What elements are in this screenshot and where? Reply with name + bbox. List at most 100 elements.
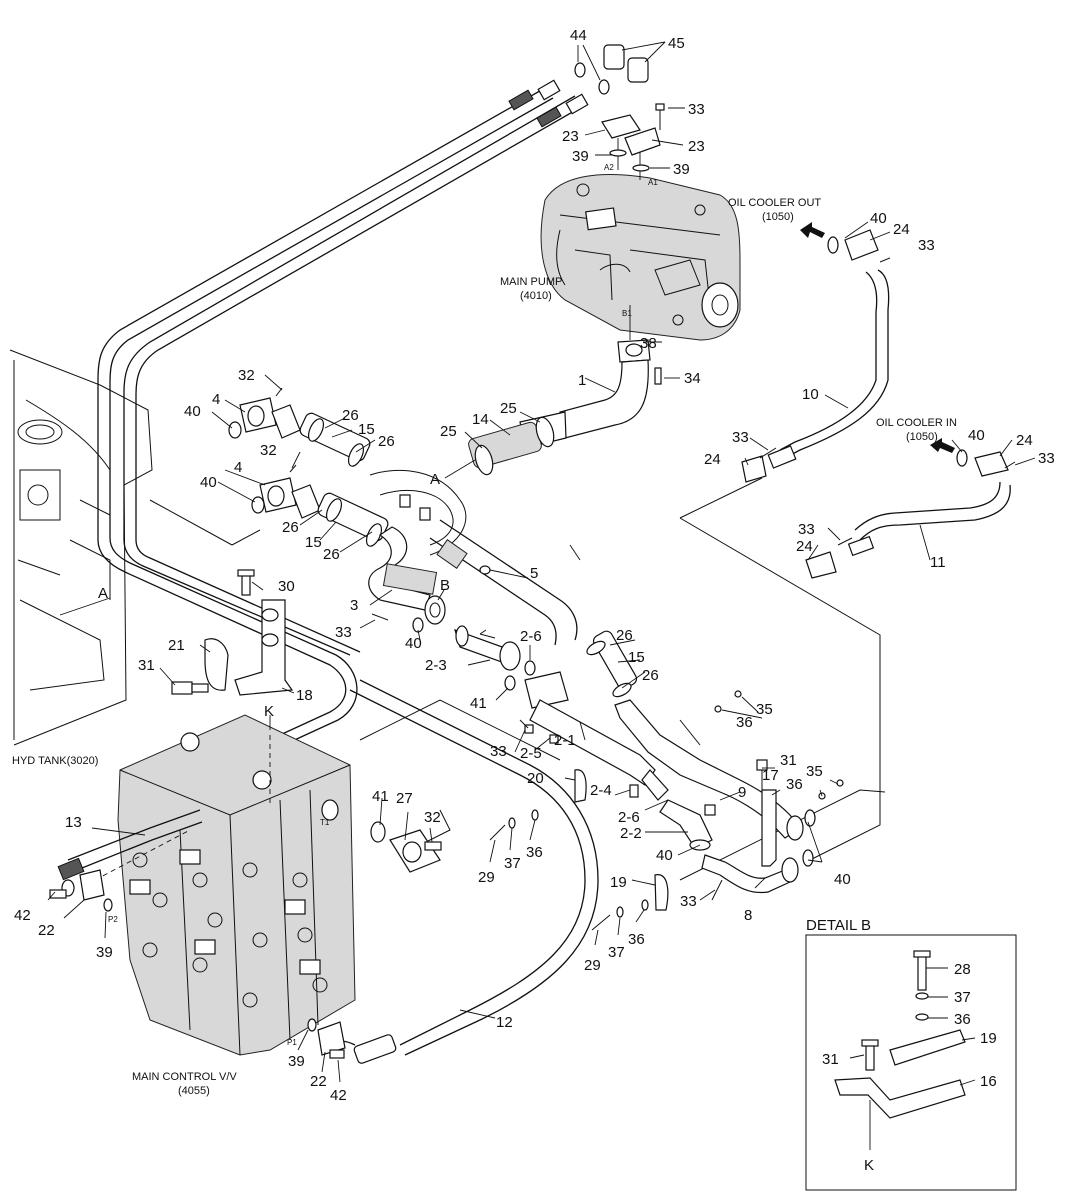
port-labels: A2 A1 B1 T1 P1 P2 xyxy=(108,163,658,1047)
p1-fittings xyxy=(307,1018,346,1059)
callout: 31 xyxy=(138,657,155,674)
callout: 15 xyxy=(305,534,322,551)
callout: A xyxy=(430,471,440,488)
port-a1: A1 xyxy=(648,178,658,187)
pipe-5 xyxy=(429,519,578,646)
pipe-3 xyxy=(368,469,467,633)
detail-b-title: DETAIL B xyxy=(806,917,871,934)
hose-13 xyxy=(49,809,203,912)
callout: 27 xyxy=(396,790,413,807)
clamp-bracket-18 xyxy=(171,569,294,696)
pipe-2-3 xyxy=(454,625,536,691)
callout: 19 xyxy=(610,874,627,891)
callout: 26 xyxy=(282,519,299,536)
callout: 2-3 xyxy=(425,657,447,674)
callout: 2-4 xyxy=(590,782,612,799)
callout: 39 xyxy=(572,148,589,165)
main-pump-ref: (4010) xyxy=(520,290,552,302)
callout: 26 xyxy=(642,667,659,684)
callout: 26 xyxy=(616,627,633,644)
callout: 13 xyxy=(65,814,82,831)
brackets xyxy=(574,759,777,911)
callout: 39 xyxy=(96,944,113,961)
callout: 18 xyxy=(296,687,313,704)
callout: 8 xyxy=(744,907,752,924)
callout: 37 xyxy=(504,855,521,872)
callout: 4 xyxy=(234,459,242,476)
port-b1: B1 xyxy=(622,309,632,318)
oil-cooler-out-label: OIL COOLER OUT xyxy=(728,197,821,209)
callout: 33 xyxy=(680,893,697,910)
callout: 33 xyxy=(918,237,935,254)
callout: 2-1 xyxy=(554,732,576,749)
pump-suction-pipe xyxy=(468,339,662,476)
port-p2: P2 xyxy=(108,915,118,924)
flange-27 xyxy=(370,821,442,873)
main-control-valve xyxy=(94,714,356,1056)
callout: 5 xyxy=(530,565,538,582)
callout: 40 xyxy=(834,871,851,888)
callout: 37 xyxy=(608,944,625,961)
callout: 2-6 xyxy=(618,809,640,826)
callout: 35 xyxy=(756,701,773,718)
callout: 22 xyxy=(38,922,55,939)
callout: 24 xyxy=(1016,432,1033,449)
captions: MAIN PUMP (4010) OIL COOLER OUT (1050) O… xyxy=(12,197,957,1097)
port-p1: P1 xyxy=(287,1038,297,1047)
callout: 32 xyxy=(424,809,441,826)
callout: 22 xyxy=(310,1073,327,1090)
callout: 23 xyxy=(562,128,579,145)
callout: 3 xyxy=(350,597,358,614)
callout: 10 xyxy=(802,386,819,403)
callout: 40 xyxy=(405,635,422,652)
callout: 39 xyxy=(673,161,690,178)
callout: 36 xyxy=(628,931,645,948)
callout: 24 xyxy=(893,221,910,238)
callout: 40 xyxy=(656,847,673,864)
callout: A xyxy=(98,585,108,602)
callout: 29 xyxy=(584,957,601,974)
callout: 36 xyxy=(526,844,543,861)
long-pressure-hoses xyxy=(97,79,589,744)
callout: 19 xyxy=(980,1030,997,1047)
callout: 31 xyxy=(780,752,797,769)
detail-b-box xyxy=(805,934,1017,1191)
main-control-ref: (4055) xyxy=(178,1085,210,1097)
port-a2: A2 xyxy=(604,163,614,172)
callout: 33 xyxy=(798,521,815,538)
callout: 40 xyxy=(184,403,201,420)
oil-cooler-in-ref: (1050) xyxy=(906,431,938,443)
callout: 40 xyxy=(200,474,217,491)
callout: 45 xyxy=(668,35,685,52)
oil-cooler-in-hose xyxy=(805,449,1011,579)
oil-cooler-in-label: OIL COOLER IN xyxy=(876,417,957,429)
callout: B xyxy=(440,577,450,594)
callout: 32 xyxy=(260,442,277,459)
callout-numbers: 44 45 33 23 23 39 39 40 24 33 38 1 34 10… xyxy=(14,27,1055,1174)
callout: 2-5 xyxy=(520,745,542,762)
callout: 42 xyxy=(14,907,31,924)
callout: 41 xyxy=(372,788,389,805)
callout: 25 xyxy=(440,423,457,440)
main-pump-label: MAIN PUMP xyxy=(500,276,562,288)
port-t1: T1 xyxy=(320,818,330,827)
callout: 17 xyxy=(762,767,779,784)
main-pump xyxy=(540,138,741,341)
callout: 42 xyxy=(330,1087,347,1104)
callout: 9 xyxy=(738,784,746,801)
callout: 30 xyxy=(278,578,295,595)
callout: 35 xyxy=(806,763,823,780)
callout: 2-2 xyxy=(620,825,642,842)
callout: 4 xyxy=(212,391,220,408)
callout: 12 xyxy=(496,1014,513,1031)
callout: 15 xyxy=(628,649,645,666)
callout: 32 xyxy=(238,367,255,384)
hyd-tank xyxy=(9,349,153,746)
callout: 21 xyxy=(168,637,185,654)
callout: 34 xyxy=(684,370,701,387)
bolts xyxy=(275,257,1016,931)
callout: 36 xyxy=(736,714,753,731)
callout: 33 xyxy=(1038,450,1055,467)
callout: 14 xyxy=(472,411,489,428)
